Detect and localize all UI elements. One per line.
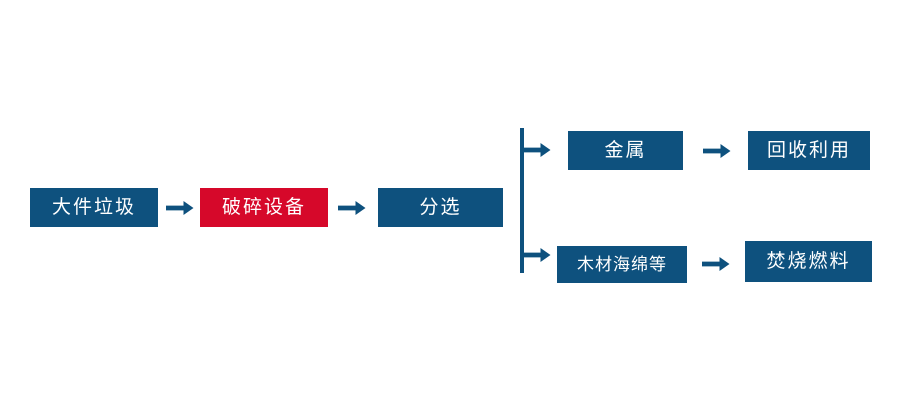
node-metal[interactable]: 金属 (568, 131, 683, 170)
node-input-bulky-waste[interactable]: 大件垃圾 (30, 188, 158, 227)
node-shredder-equipment[interactable]: 破碎设备 (200, 188, 328, 227)
arrow-branch-bottom-icon (523, 245, 551, 265)
arrow-shredder-to-sorting-icon (338, 198, 366, 218)
arrow-input-to-shredder-icon (166, 198, 194, 218)
arrow-wood-to-fuel-icon (702, 254, 730, 274)
node-recycle-reuse[interactable]: 回收利用 (748, 131, 870, 170)
node-incineration-fuel[interactable]: 焚烧燃料 (745, 241, 872, 282)
arrow-metal-to-recycle-icon (703, 141, 731, 161)
branch-trunk-line (520, 128, 524, 273)
node-wood-sponge-etc[interactable]: 木材海绵等 (557, 246, 687, 283)
arrow-branch-top-icon (523, 140, 551, 160)
node-sorting[interactable]: 分选 (378, 188, 503, 227)
